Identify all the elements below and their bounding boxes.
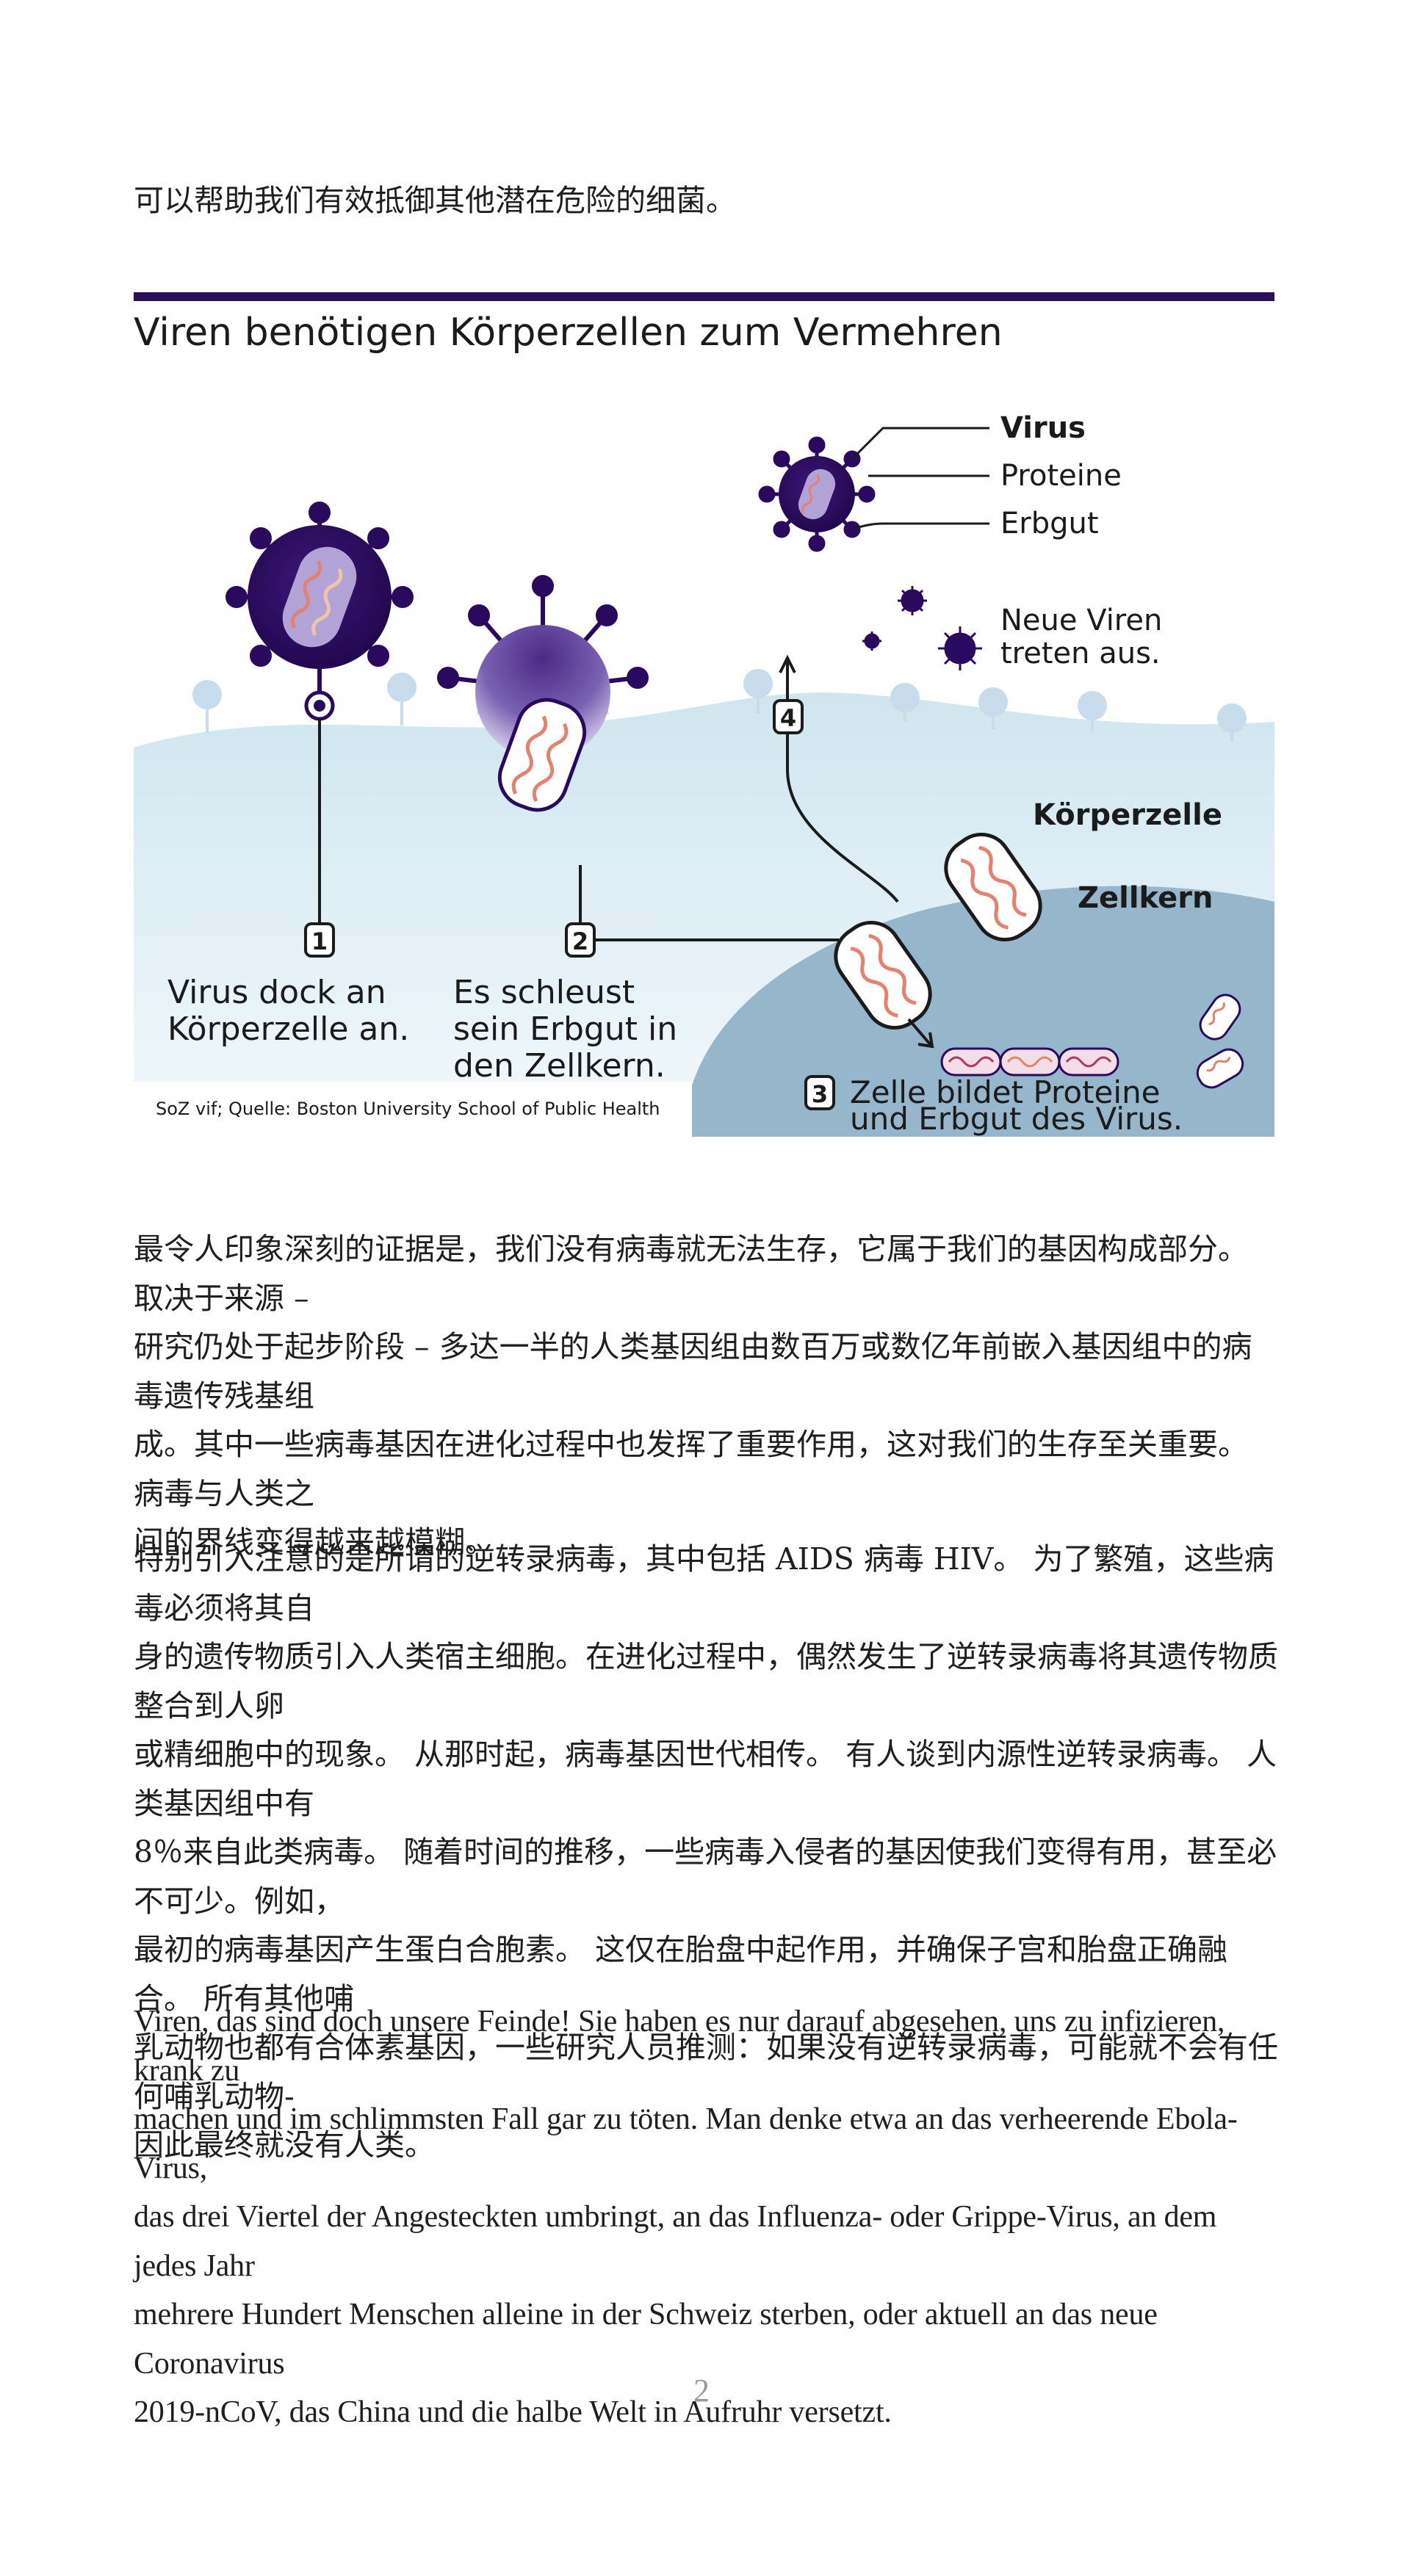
step-1-text-line-1: Virus dock an xyxy=(167,974,386,1011)
genome-capsule-icon xyxy=(834,920,932,1030)
receptor-icon xyxy=(743,669,773,698)
step-4-badge xyxy=(773,699,804,734)
legend-erbgut-label: Erbgut xyxy=(1000,507,1099,540)
new-capsules-icon xyxy=(1196,994,1244,1089)
step-3-number: 3 xyxy=(812,1080,828,1108)
figure-accent-bar xyxy=(134,292,1274,301)
receptor-icon xyxy=(1217,703,1247,733)
page-number: 2 xyxy=(693,2373,710,2409)
replicated-genome-icon xyxy=(940,1047,1119,1077)
step-1-text-line-2: Körperzelle an. xyxy=(167,1010,409,1048)
step-2-number: 2 xyxy=(572,927,588,955)
label-koerperzelle: Körperzelle xyxy=(1033,798,1222,832)
step-1-number: 1 xyxy=(311,927,328,955)
step-2-text-line-1: Es schleust xyxy=(453,974,635,1011)
genome-capsule-icon xyxy=(944,832,1042,942)
fusing-virus-icon xyxy=(437,575,649,812)
receptor-icon xyxy=(978,687,1008,717)
legend-proteine-label: Proteine xyxy=(1000,459,1122,493)
receptor-icon xyxy=(1078,691,1107,720)
step-4-text-line-2: treten aus. xyxy=(1000,637,1161,670)
receptor-icon xyxy=(890,683,920,712)
step-4-number: 4 xyxy=(780,704,796,732)
step-2-text-line-3: den Zellkern. xyxy=(453,1047,666,1085)
step-2-badge xyxy=(565,922,596,958)
new-viruses-icon xyxy=(862,586,982,670)
intro-line: 可以帮助我们有效抵御其他潜在危险的细菌。 xyxy=(134,183,736,218)
label-zellkern: Zellkern xyxy=(1078,881,1213,915)
paragraph-evidence: 最令人印象深刻的证据是，我们没有病毒就无法生存，它属于我们的基因构成部分。 取决… xyxy=(134,1231,1252,1560)
step-1-badge xyxy=(304,922,335,958)
receptor-icon xyxy=(192,680,222,709)
step-4-text-line-1: Neue Viren xyxy=(1000,604,1162,637)
virus-icon xyxy=(226,502,414,721)
paragraph-viren-feinde: Viren, das sind doch unsere Feinde! Sie … xyxy=(134,2005,1238,2429)
figure-source: SoZ vif; Quelle: Boston University Schoo… xyxy=(156,1099,660,1119)
step-3-text-line-2: und Erbgut des Virus. xyxy=(850,1101,1183,1137)
virus-infographic: Viren benötigen Körperzellen zum Vermehr… xyxy=(134,292,1274,1137)
step-3-badge xyxy=(804,1075,835,1110)
step-2-text-line-2: sein Erbgut in xyxy=(453,1010,677,1048)
step-3-text-line-1: Zelle bildet Proteine xyxy=(850,1074,1161,1110)
figure-title: Viren benötigen Körperzellen zum Vermehr… xyxy=(134,311,1003,355)
legend-virus-icon xyxy=(758,436,876,552)
receptor-icon xyxy=(387,673,416,702)
paragraph-retroviruses: 特别引入注意的是所谓的逆转录病毒，其中包括 AIDS 病毒 HIV。 为了繁殖，… xyxy=(134,1541,1278,2163)
legend-virus-label: Virus xyxy=(1000,411,1086,445)
